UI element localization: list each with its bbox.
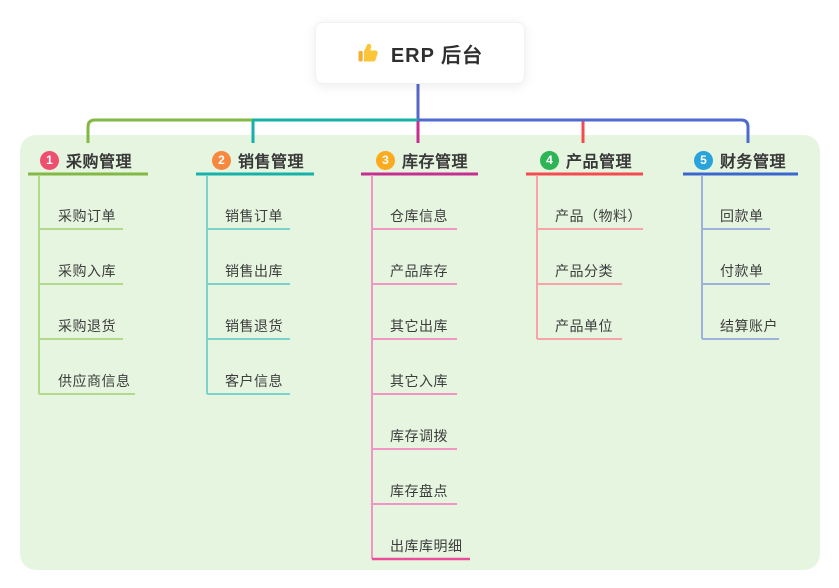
- branch-5-child-0[interactable]: 回款单: [720, 208, 764, 224]
- branch-2-child-2[interactable]: 销售退货: [225, 318, 283, 334]
- branch-1-title[interactable]: 1 采购管理: [40, 149, 132, 171]
- branch-1-title-label: 采购管理: [66, 154, 133, 171]
- branch-4-child-1[interactable]: 产品分类: [555, 263, 613, 279]
- branch-3-title-label: 库存管理: [402, 154, 469, 171]
- branch-4-child-0[interactable]: 产品（物料）: [555, 208, 642, 224]
- branch-3-title[interactable]: 3 库存管理: [376, 149, 468, 171]
- branch-3-child-1[interactable]: 产品库存: [390, 263, 448, 279]
- branches-panel: [20, 135, 820, 570]
- branch-3-child-3[interactable]: 其它入库: [390, 373, 448, 389]
- branch-4-title[interactable]: 4 产品管理: [540, 149, 632, 171]
- branch-1-badge: 1: [40, 150, 59, 170]
- branch-3-child-6[interactable]: 出库库明细: [390, 538, 463, 554]
- branch-5-title[interactable]: 5 财务管理: [694, 149, 786, 171]
- branch-5-title-label: 财务管理: [720, 154, 787, 171]
- branch-3-child-2[interactable]: 其它出库: [390, 318, 448, 334]
- thumbs-up-icon: [357, 41, 381, 65]
- branch-5-child-1[interactable]: 付款单: [720, 263, 764, 279]
- branch-2-title[interactable]: 2 销售管理: [212, 149, 304, 171]
- branch-1-child-2[interactable]: 采购退货: [58, 318, 116, 334]
- branch-1-child-1[interactable]: 采购入库: [58, 263, 116, 279]
- branch-4-badge: 4: [540, 150, 559, 170]
- branch-3-badge: 3: [376, 150, 395, 170]
- branch-3-child-5[interactable]: 库存盘点: [390, 483, 448, 499]
- branch-5-badge: 5: [694, 150, 713, 170]
- branch-2-child-3[interactable]: 客户信息: [225, 373, 283, 389]
- branch-2-title-label: 销售管理: [238, 154, 305, 171]
- root-node[interactable]: ERP 后台: [315, 22, 525, 84]
- branch-3-child-0[interactable]: 仓库信息: [390, 208, 448, 224]
- branch-2-child-0[interactable]: 销售订单: [225, 208, 283, 224]
- branch-2-badge: 2: [212, 150, 231, 170]
- branch-5-child-2[interactable]: 结算账户: [720, 318, 778, 334]
- root-title: ERP 后台: [390, 44, 484, 67]
- branch-1-child-0[interactable]: 采购订单: [58, 208, 116, 224]
- branch-4-title-label: 产品管理: [566, 154, 633, 171]
- branch-4-child-2[interactable]: 产品单位: [555, 318, 613, 334]
- branch-2-child-1[interactable]: 销售出库: [225, 263, 283, 279]
- branch-3-child-4[interactable]: 库存调拨: [390, 428, 448, 444]
- branch-1-child-3[interactable]: 供应商信息: [58, 373, 131, 389]
